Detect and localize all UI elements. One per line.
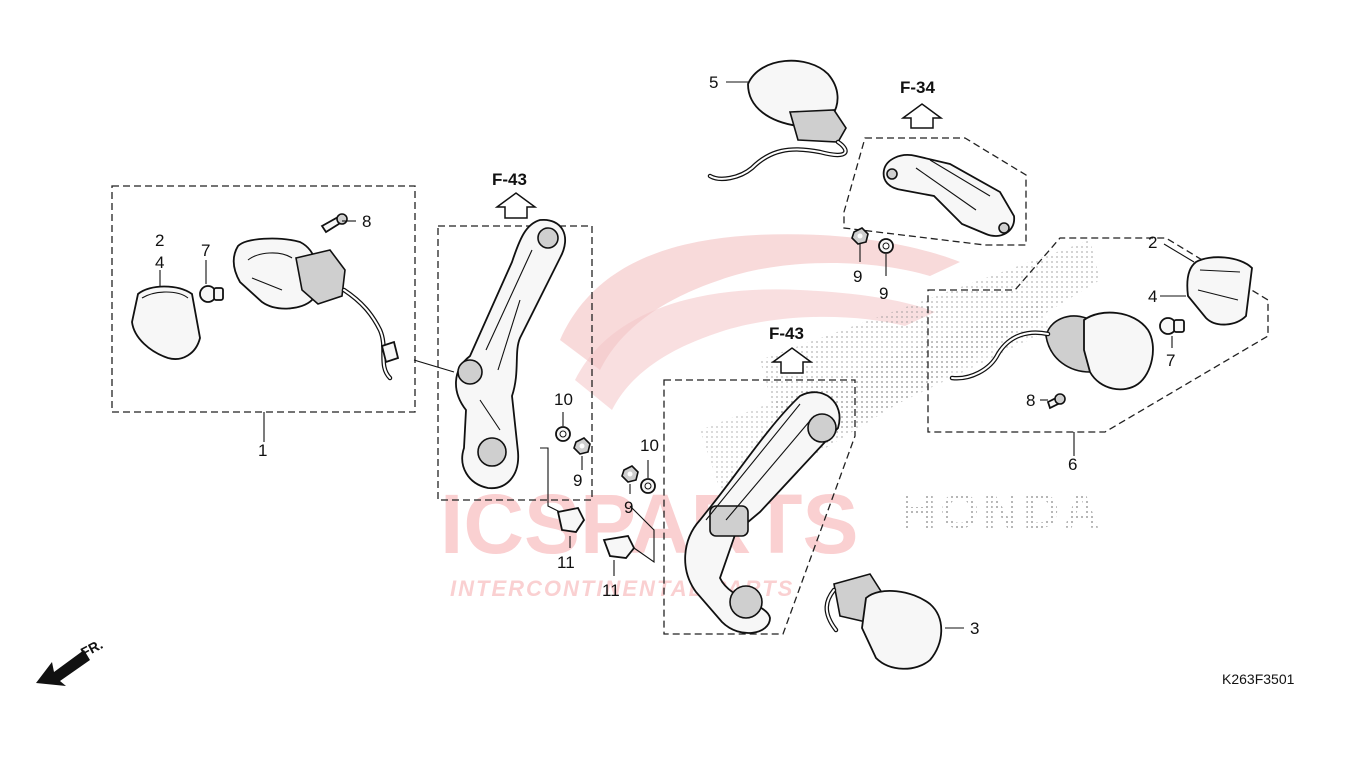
nut-icon: [573, 437, 591, 455]
screw-icon: [1046, 393, 1066, 410]
group-box-left-winker: [111, 185, 416, 413]
right-winker-body[interactable]: [949, 311, 1154, 391]
rear-winker-stay[interactable]: [684, 391, 841, 634]
watermark-wing-shape: [560, 234, 960, 370]
ref-label-f34[interactable]: F-34: [900, 78, 936, 97]
washer-icon: [640, 478, 656, 494]
up-arrow-icon: [770, 347, 814, 374]
ref-label-f43-lower[interactable]: F-43: [769, 324, 804, 343]
nut-icon: [621, 465, 639, 483]
callout-4: 4: [1148, 287, 1157, 306]
callout-9: 9: [879, 284, 888, 303]
callout-11: 11: [557, 553, 575, 572]
left-winker-lens[interactable]: [131, 285, 201, 360]
ref-arrow-f43-upper[interactable]: F-43: [492, 170, 538, 219]
callout-9: 9: [624, 498, 633, 517]
callout-7: 7: [1166, 351, 1175, 370]
front-arrow-icon: [36, 650, 90, 686]
ref-label-f43-upper[interactable]: F-43: [492, 170, 527, 189]
callout-8: 8: [362, 212, 371, 231]
callout-7: 7: [201, 241, 210, 260]
front-winker-stay[interactable]: [455, 219, 566, 489]
clip-icon: [556, 506, 586, 533]
screw-icon: [320, 213, 348, 234]
callout-9: 9: [853, 267, 862, 286]
diagram-code: K263F3501: [1222, 671, 1295, 687]
callout-1: 1: [258, 441, 267, 460]
upper-winker-assembly[interactable]: [707, 59, 848, 181]
callout-2: 2: [1148, 233, 1157, 252]
right-winker-lens[interactable]: [1186, 256, 1253, 326]
clip-icon: [602, 535, 636, 559]
washer-icon: [878, 238, 894, 254]
washer-icon: [555, 426, 571, 442]
callout-4: 4: [155, 253, 164, 272]
winker-bracket[interactable]: [882, 154, 1015, 237]
group-box-rear-stay: [663, 379, 856, 635]
callout-11: 11: [602, 581, 620, 600]
ref-arrow-f43-lower[interactable]: F-43: [769, 324, 814, 374]
right-winker-bulb[interactable]: [1159, 317, 1185, 335]
callout-10: 10: [554, 390, 573, 409]
leader-lines: [159, 81, 1195, 629]
callout-8: 8: [1026, 391, 1035, 410]
callout-9: 9: [573, 471, 582, 490]
left-winker-bulb[interactable]: [199, 285, 224, 303]
left-winker-wire: [341, 287, 400, 381]
up-arrow-icon: [900, 103, 944, 129]
callout-5: 5: [709, 73, 718, 92]
watermark-wing-shape: [575, 289, 935, 410]
callouts: 1 2 4 7 8 5 9 9 10 9 10 9 11 11 3 2 4 7 …: [155, 73, 1175, 638]
ref-arrow-f34[interactable]: F-34: [900, 78, 944, 129]
nut-icon: [851, 227, 869, 245]
callout-3: 3: [970, 619, 979, 638]
watermark-maker: HONDA: [900, 483, 1103, 539]
callout-6: 6: [1068, 455, 1077, 474]
callout-10: 10: [640, 436, 659, 455]
group-box-bracket: [843, 137, 1027, 246]
up-arrow-icon: [494, 192, 538, 219]
lower-winker-assembly[interactable]: [824, 573, 943, 670]
callout-2: 2: [155, 231, 164, 250]
front-direction-indicator: FR.: [36, 636, 105, 686]
left-winker-housing[interactable]: [232, 237, 346, 310]
